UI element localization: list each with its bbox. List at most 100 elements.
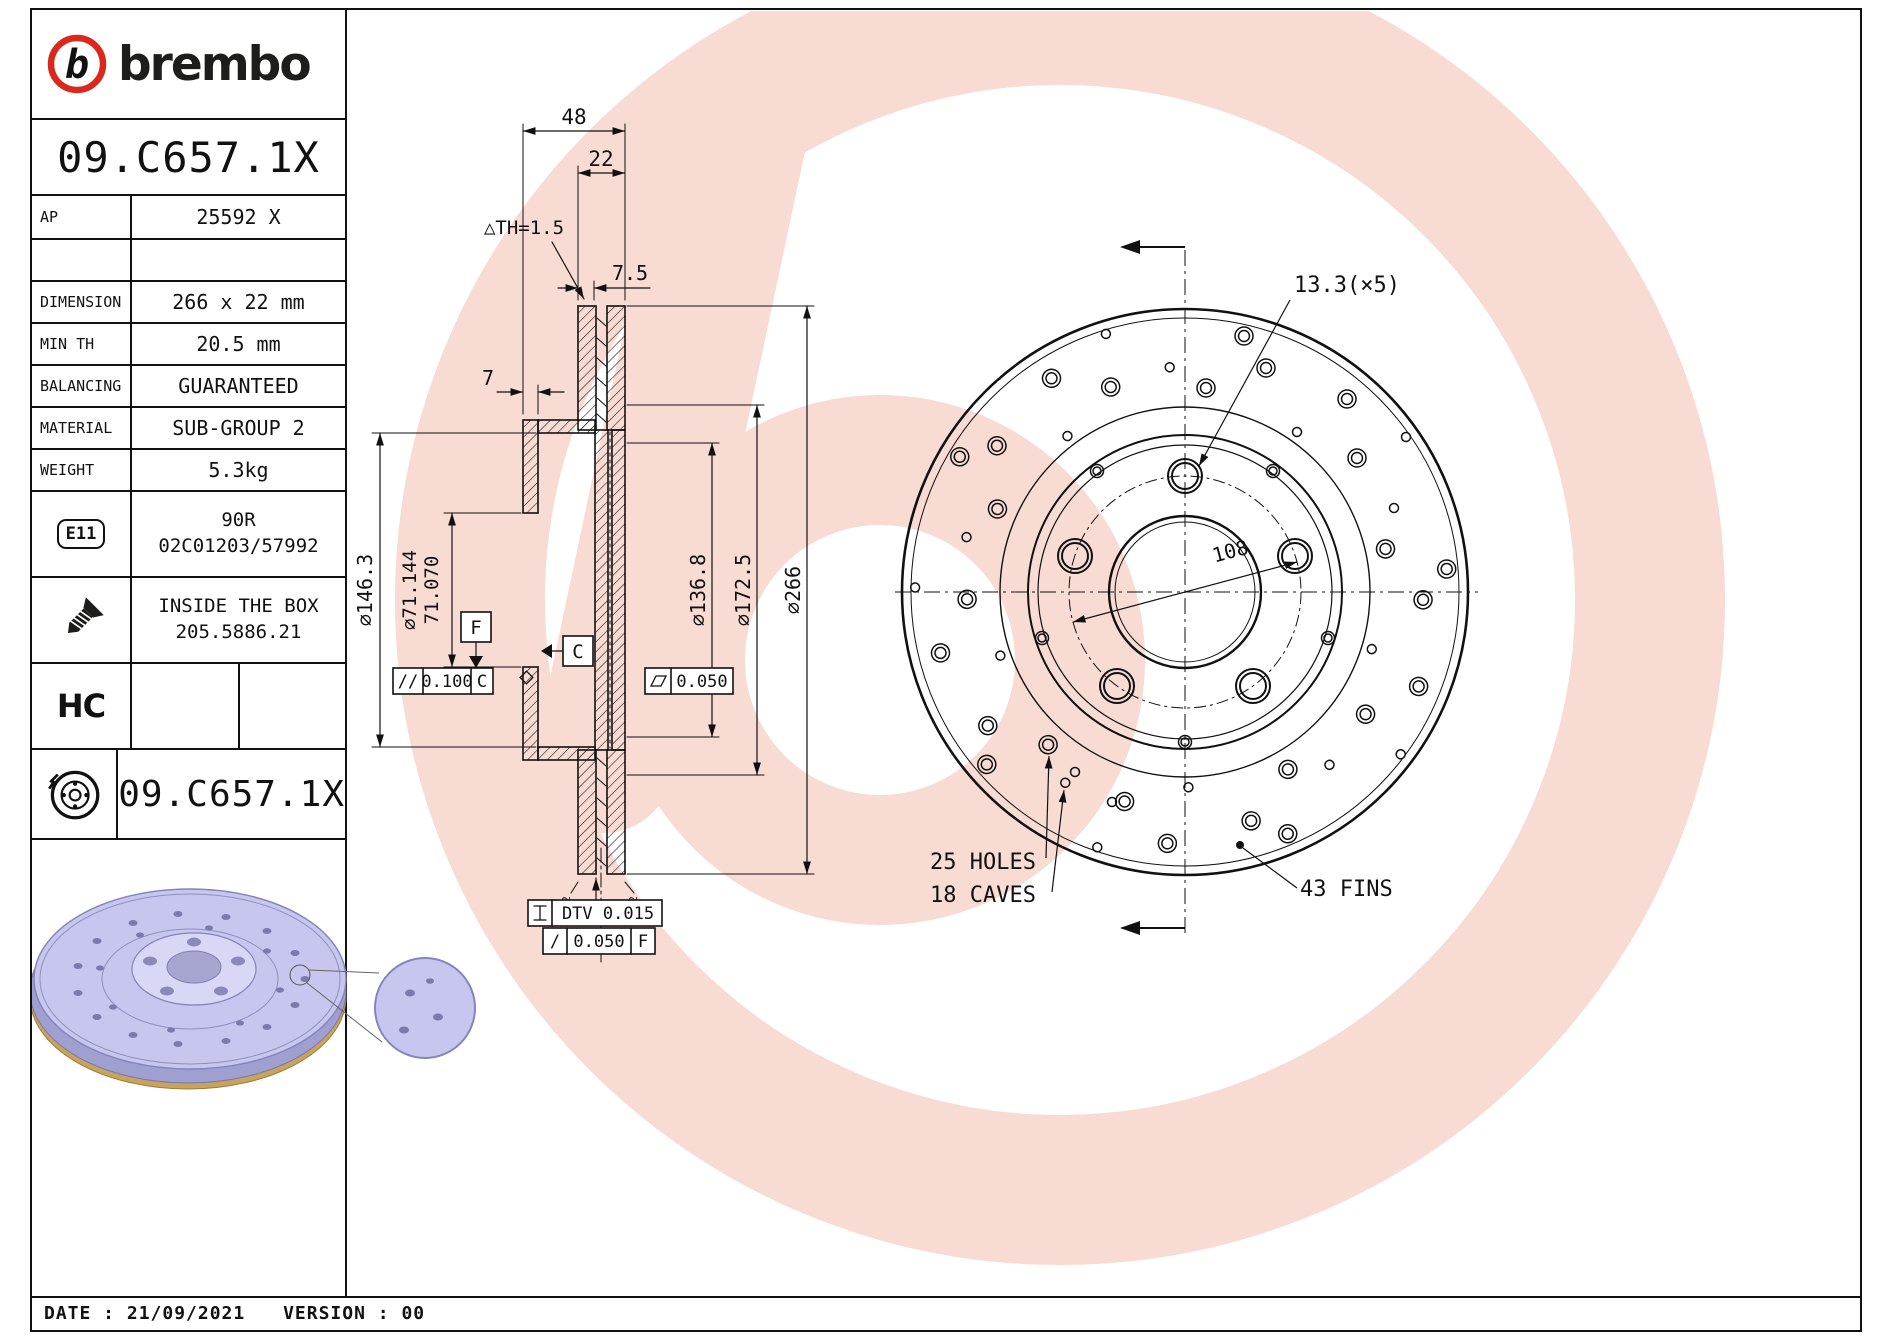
parallelism-symbol: // [398, 672, 418, 692]
drilled-holes-unit [1196, 326, 1412, 514]
table-row-disc-part: 09.C657.1X [32, 750, 345, 840]
table-row-empty [32, 240, 345, 282]
runout-tolerance-frame: / 0.050 F [542, 927, 656, 955]
caves-label: 18 CAVES [930, 883, 1036, 908]
holes-label: 25 HOLES [930, 850, 1036, 875]
brembo-symbol-icon: b [47, 34, 107, 94]
ap-value: 25592 X [196, 205, 281, 229]
inside-box-line2: 205.5886.21 [175, 621, 302, 643]
svg-text:C: C [477, 672, 487, 692]
footer-version: VERSION : 00 [283, 1303, 426, 1324]
table-row-dimension: DIMENSION 266 x 22 mm [32, 282, 345, 324]
svg-text:F: F [638, 932, 648, 952]
bolt-dim-leader [1198, 299, 1291, 467]
table-row-material: MATERIAL SUB-GROUP 2 [32, 408, 345, 450]
runout-symbol: / [550, 932, 560, 952]
front-view: 108 13.3(×5) 25 HOLES 18 CAVES 43 FINS [846, 240, 1508, 940]
extension-lines [371, 123, 815, 894]
disc-part-number: 09.C657.1X [118, 773, 345, 815]
table-row-ap: AP 25592 X [32, 196, 345, 240]
svg-text:0.050: 0.050 [573, 932, 624, 952]
dim-total-width: 48 [561, 105, 586, 129]
material-value: SUB-GROUP 2 [172, 416, 305, 440]
fins-leader-dot [1236, 841, 1244, 849]
dia-bore-max: ⌀71.144 [399, 550, 421, 630]
dim-thickness: 22 [588, 147, 613, 171]
dimension-value: 266 x 22 mm [172, 290, 305, 314]
dia-bore-min: 71.070 [421, 556, 443, 625]
fins-leader [1242, 847, 1298, 889]
disc-center-bore [166, 950, 222, 984]
footer-date: DATE : 21/09/2021 [44, 1303, 246, 1324]
technical-drawing: 48 22 △TH=1.5 7.5 7 ⌀146.3 ⌀71.144 71.07… [353, 11, 1725, 1265]
hc-mark: HC [32, 664, 132, 748]
screw-icon [67, 597, 104, 634]
min-th-value: 20.5 mm [196, 332, 281, 356]
part-number: 09.C657.1X [32, 120, 345, 196]
parallelism-tolerance-frame: // 0.100 C [392, 667, 494, 695]
table-row-weight: WEIGHT 5.3kg [32, 450, 345, 492]
spec-panel: b brembo 09.C657.1X AP 25592 X DIMENSION… [32, 10, 345, 840]
svg-text:0.050: 0.050 [676, 672, 727, 692]
dtv-value: DTV 0.015 [562, 904, 654, 924]
fins-label: 43 FINS [1300, 877, 1393, 902]
svg-text:b: b [65, 42, 89, 88]
balancing-value: GUARANTEED [178, 374, 299, 398]
dia-inner: ⌀136.8 [686, 554, 710, 626]
dim-flange: 7 [482, 366, 494, 390]
flatness-symbol-icon [649, 675, 668, 687]
pcd-dimension-line [1072, 561, 1298, 623]
dimension-lines [376, 127, 811, 901]
inside-box-line1: INSIDE THE BOX [158, 595, 319, 618]
svg-text:C: C [572, 641, 583, 663]
table-row-e11: E11 90R 02C01203/57992 [32, 492, 345, 578]
bolt-dim-label: 13.3(×5) [1294, 273, 1400, 298]
e11-approval-line1: 90R [221, 509, 256, 532]
brembo-logo: b brembo [32, 10, 345, 120]
e11-mark-icon: E11 [56, 519, 106, 549]
weight-value: 5.3kg [208, 458, 269, 482]
cross-section-view: 48 22 △TH=1.5 7.5 7 ⌀146.3 ⌀71.144 71.07… [353, 105, 815, 963]
balancing-label: BALANCING [32, 366, 132, 406]
disc-bolt-holes [143, 937, 245, 996]
disc-face-holes [73, 911, 310, 1047]
sheet-border [30, 8, 1862, 1332]
brembo-watermark [395, 11, 1725, 1265]
detail-zoom-circle [374, 957, 476, 1059]
footer-divider-line [30, 1296, 1862, 1298]
panel-divider-line [345, 10, 347, 1296]
section-material [522, 305, 626, 875]
cave-hole [1106, 796, 1118, 808]
vent-fins [596, 317, 611, 867]
table-row-hc: HC [32, 664, 345, 750]
dia-outer: ⌀266 [781, 566, 805, 614]
brake-disc-icon [48, 770, 100, 820]
ap-label: AP [32, 196, 132, 238]
dia-hat: ⌀146.3 [353, 554, 377, 626]
detail-holes [399, 978, 443, 1034]
pcd-value: 108 [1210, 535, 1251, 568]
hat-holes [1034, 463, 1336, 750]
dim-step: 7.5 [612, 261, 648, 285]
flatness-tolerance-frame: 0.050 [644, 667, 734, 695]
rotation-arrow-top [1120, 240, 1185, 254]
holes-leader [1044, 755, 1053, 859]
datum-c-flag: C [541, 635, 594, 667]
cave-hole [1069, 766, 1081, 778]
caves-leader [1051, 789, 1067, 893]
table-row-min-th: MIN TH 20.5 mm [32, 324, 345, 366]
dtv-symbol-icon [533, 905, 547, 921]
disc-circles [900, 307, 1470, 877]
svg-text:0.100: 0.100 [421, 672, 472, 692]
rotation-arrow-bottom [1120, 921, 1185, 935]
brembo-wordmark: brembo [118, 36, 312, 92]
table-row-balancing: BALANCING GUARANTEED [32, 366, 345, 408]
datum-f-flag: F [460, 611, 492, 668]
datum-target-diamond [519, 670, 534, 685]
dim-th: △TH=1.5 [484, 217, 564, 239]
material-label: MATERIAL [32, 408, 132, 448]
dimension-label: DIMENSION [32, 282, 132, 322]
table-row-inside-box: INSIDE THE BOX 205.5886.21 [32, 578, 345, 664]
min-th-label: MIN TH [32, 324, 132, 364]
svg-text:F: F [470, 617, 481, 639]
